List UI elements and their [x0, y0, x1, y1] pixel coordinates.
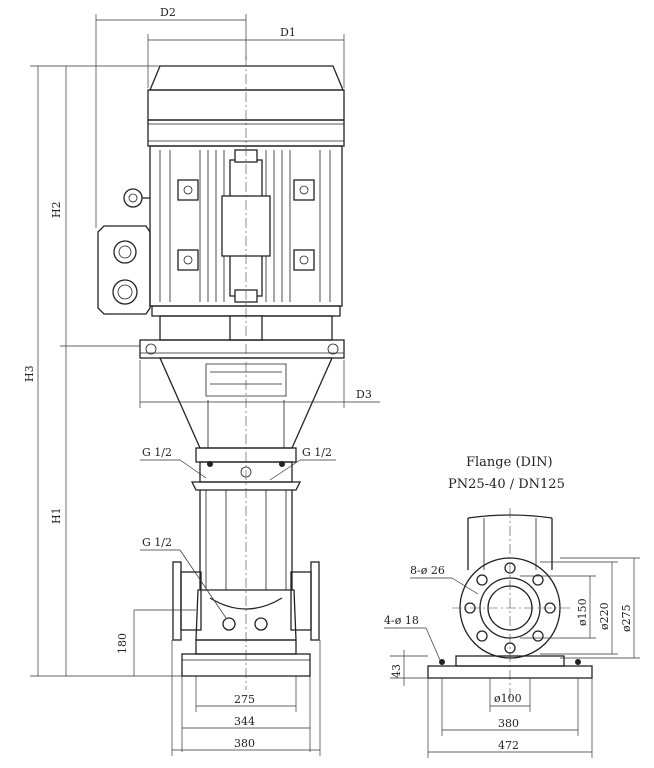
dim-380b-label: 380 — [498, 717, 519, 730]
dim-d275-label: ø275 — [620, 604, 633, 632]
motor-assembly — [97, 65, 345, 359]
dim-d100-label: ø100 — [494, 692, 522, 705]
top-dimensions — [95, 14, 380, 408]
flange-side-view — [427, 508, 593, 700]
pump-base — [172, 561, 320, 677]
dim-d220-label: ø220 — [598, 602, 611, 630]
dim-380-label: 380 — [234, 737, 255, 750]
dim-h3-label: H3 — [23, 365, 36, 382]
pump-column — [199, 490, 293, 590]
dim-h1-label: H1 — [50, 507, 63, 524]
dim-h2-label: H2 — [50, 201, 63, 218]
dim-180-label: 180 — [116, 633, 129, 654]
flange-spec: PN25-40 / DN125 — [448, 477, 565, 492]
connection-leaders — [140, 459, 336, 619]
anchor-holes-label: 4-ø 18 — [384, 614, 419, 627]
connection-label-bottom-left: G 1/2 — [142, 536, 172, 549]
terminal-box — [97, 225, 151, 315]
dim-d3-label: D3 — [356, 388, 372, 401]
connection-label-top-right: G 1/2 — [302, 446, 332, 459]
dim-344-label: 344 — [234, 715, 255, 728]
vertical-dimensions — [30, 65, 196, 677]
dim-d150-label: ø150 — [576, 598, 589, 626]
dim-275-label: 275 — [234, 693, 255, 706]
connection-label-top-left: G 1/2 — [142, 446, 172, 459]
dim-d2-label: D2 — [160, 6, 176, 19]
lifting-eye-icon — [123, 188, 150, 208]
flange-bolt-holes-label: 8-ø 26 — [410, 564, 445, 577]
flange-title: Flange (DIN) — [466, 455, 553, 470]
dim-43-label: 43 — [390, 664, 403, 678]
dim-d1-label: D1 — [280, 26, 296, 39]
dim-472-label: 472 — [498, 739, 519, 752]
bottom-dimensions — [171, 640, 321, 756]
flange-dimension-lines — [384, 557, 640, 758]
